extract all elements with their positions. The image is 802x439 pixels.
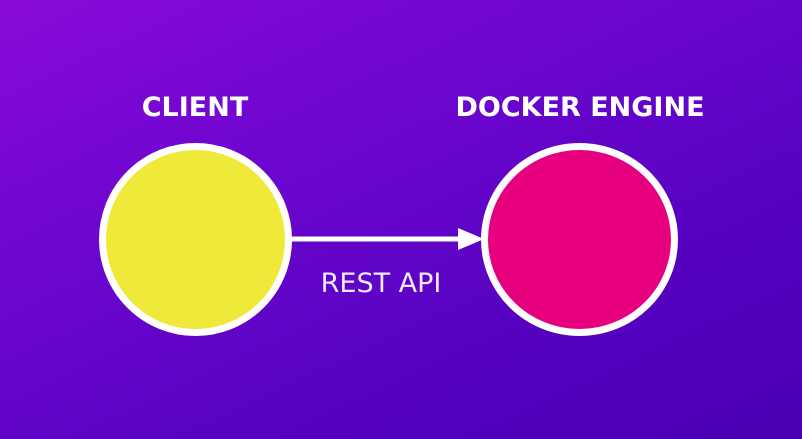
client-label: CLIENT xyxy=(141,92,249,123)
arrow-head-icon xyxy=(458,228,484,250)
client-node xyxy=(99,143,292,336)
docker-engine-label: DOCKER ENGINE xyxy=(455,92,705,123)
rest-api-arrow xyxy=(290,228,484,250)
rest-api-label: REST API xyxy=(320,268,442,299)
docker-engine-node xyxy=(481,143,678,336)
